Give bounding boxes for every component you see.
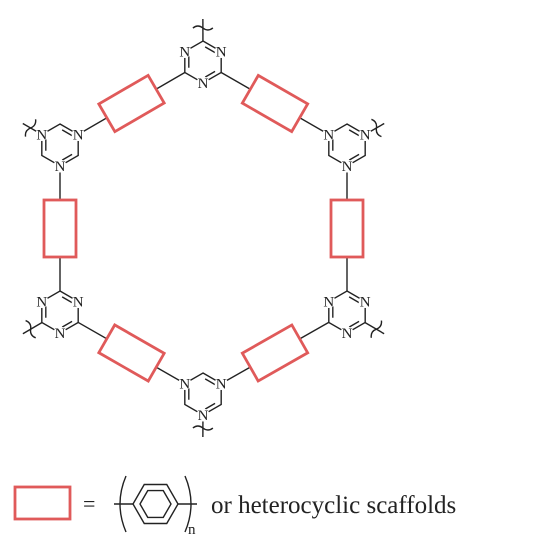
triazine-ring: NNN <box>322 123 372 175</box>
linker-box <box>42 198 78 259</box>
nitrogen-atom: N <box>342 159 353 175</box>
nitrogen-atom: N <box>360 128 371 144</box>
linker-box <box>240 73 310 134</box>
wavy-bond-mark <box>371 118 382 138</box>
nitrogen-atom: N <box>73 295 84 311</box>
nitrogen-atom: N <box>360 295 371 311</box>
wavy-bond-mark <box>192 425 214 431</box>
linker-box <box>96 73 167 134</box>
linker-box <box>240 323 310 383</box>
linker-layer <box>42 73 365 383</box>
nitrogen-atom: N <box>36 128 47 144</box>
nitrogen-atom: N <box>216 45 227 61</box>
repeat-subscript: n <box>188 522 196 538</box>
nitrogen-atom: N <box>323 128 334 144</box>
triazine-ring: NNN <box>35 290 85 342</box>
legend-linker-box <box>13 485 72 521</box>
nitrogen-atom: N <box>55 159 66 175</box>
benzene-ring <box>132 483 179 525</box>
triazine-ring: NNN <box>178 40 228 92</box>
triazine-ring: NNN <box>322 290 372 342</box>
benzene-inner-ring <box>139 489 172 519</box>
nitrogen-atom: N <box>198 76 209 92</box>
nitrogen-atom: N <box>179 45 190 61</box>
nitrogen-atom: N <box>36 295 47 311</box>
nitrogen-atom: N <box>55 326 66 342</box>
nitrogen-atom: N <box>198 408 209 424</box>
legend-caption: or heterocyclic scaffolds <box>211 492 456 519</box>
nitrogen-atom: N <box>216 377 227 393</box>
wavy-bond-mark <box>24 119 37 137</box>
triazine-ring: NNN <box>178 372 228 424</box>
legend: = n or heterocyclic scaffolds <box>13 475 456 538</box>
linker-box <box>96 323 167 383</box>
nitrogen-atom: N <box>73 128 84 144</box>
terminal-bond <box>22 322 43 335</box>
terminal-bond <box>364 322 385 335</box>
nitrogen-atom: N <box>179 377 190 393</box>
linker-box <box>329 198 365 259</box>
triazine-ring: NNN <box>35 123 85 175</box>
legend-equals: = <box>83 491 95 516</box>
wavy-bond-mark <box>25 319 36 339</box>
nitrogen-atom: N <box>323 295 334 311</box>
nitrogen-atom: N <box>342 326 353 342</box>
phenylene-repeat-unit: n <box>114 475 197 538</box>
wavy-bond-mark <box>370 320 383 338</box>
wavy-bond-mark <box>192 25 214 31</box>
